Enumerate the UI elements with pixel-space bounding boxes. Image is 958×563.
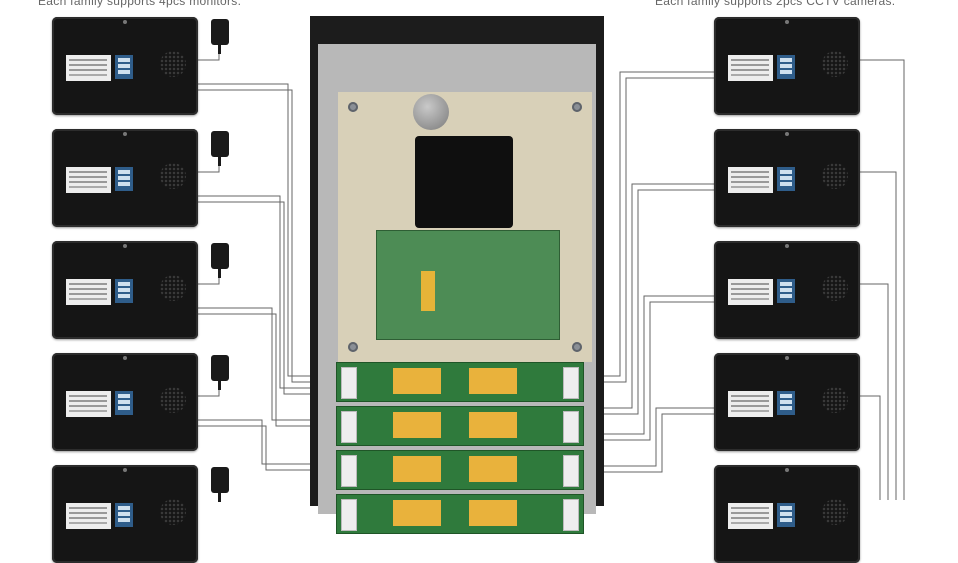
screw-icon (572, 102, 582, 112)
monitor-left-4 (52, 353, 198, 451)
screw-icon (348, 342, 358, 352)
power-adapter-icon (211, 467, 229, 502)
power-adapter-icon (211, 19, 229, 54)
caption-right: Each family supports 2pcs CCTV cameras. (655, 0, 896, 8)
screw-icon (348, 102, 358, 112)
relay-icon (421, 271, 435, 311)
monitor-right-4 (714, 353, 860, 451)
wire-right-3 (584, 295, 778, 435)
power-adapter-icon (211, 355, 229, 390)
main-circuit-board (376, 230, 560, 340)
door-station-panel (310, 16, 604, 534)
screw-icon (572, 342, 582, 352)
camera-board (415, 136, 513, 228)
wire-right-2 (584, 183, 778, 409)
caption-left: Each family supports 4pcs monitors. (38, 0, 242, 8)
power-adapter-icon (211, 243, 229, 278)
home-card-2 (336, 406, 584, 446)
monitor-right-1 (714, 17, 860, 115)
wire-right-2b (584, 189, 778, 415)
home-card-3 (336, 450, 584, 490)
monitor-right-3 (714, 241, 860, 339)
monitor-left-2 (52, 129, 198, 227)
monitor-left-1 (52, 17, 198, 115)
monitor-right-5 (714, 465, 860, 563)
monitor-left-3 (52, 241, 198, 339)
monitor-right-2 (714, 129, 860, 227)
wire-right-1b (584, 77, 778, 383)
power-adapter-icon (211, 131, 229, 166)
camera-lens-icon (413, 94, 449, 130)
home-card-4 (336, 494, 584, 534)
monitor-left-5 (52, 465, 198, 563)
home-card-1 (336, 362, 584, 402)
